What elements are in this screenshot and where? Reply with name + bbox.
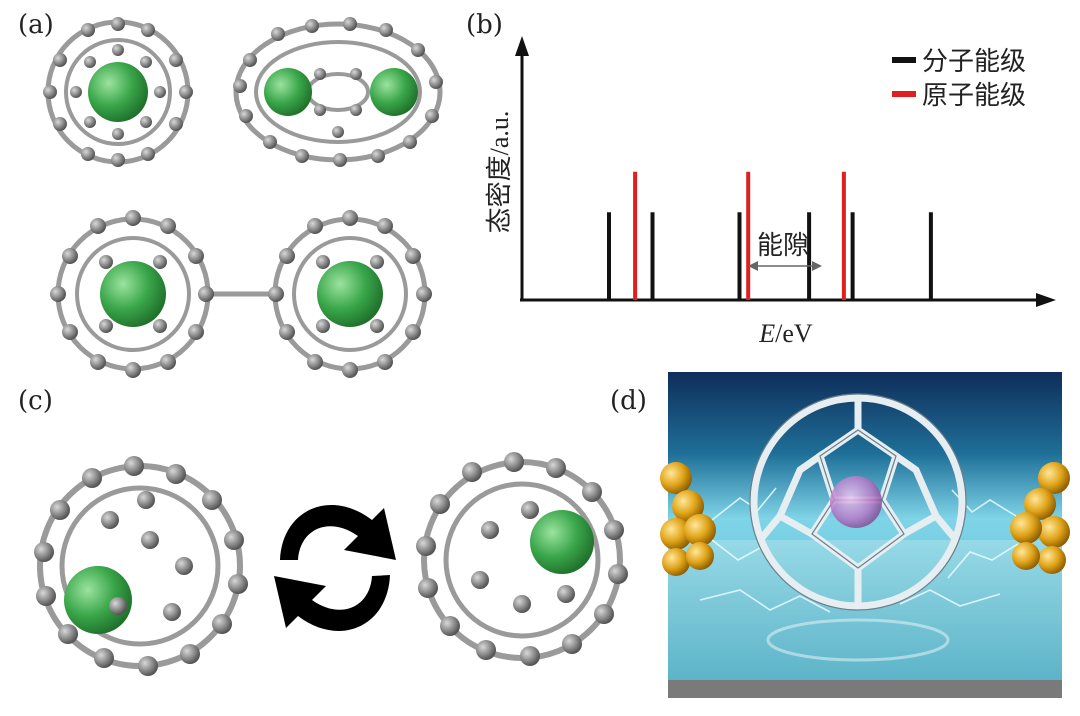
gap-double-arrow — [748, 261, 822, 271]
gap-annotation: 能隙 — [757, 231, 809, 261]
panel-b-chart: 态密度/a.u. E/eV 能隙 分子能级 原子能级 — [485, 36, 1056, 348]
legend-item-atomic: 原子能级 — [892, 81, 1026, 111]
legend: 分子能级 原子能级 — [892, 47, 1026, 111]
switch-arrows — [274, 505, 396, 631]
legend-item-molecular: 分子能级 — [892, 47, 1026, 77]
panel-label-d: (d) — [610, 386, 647, 416]
x-axis-arrow — [1036, 293, 1056, 307]
panel-d-junction-illustration — [660, 372, 1070, 698]
fullerene-elongated-double — [233, 17, 443, 167]
fullerene-right — [416, 452, 628, 666]
encapsulated-atom — [830, 476, 882, 528]
dopant-atom — [100, 261, 166, 327]
x-axis-label: E/eV — [758, 319, 813, 348]
dopant-atom-right — [370, 68, 418, 116]
y-axis-label: 态密度/a.u. — [485, 111, 514, 234]
fullerene-left — [34, 456, 248, 676]
substrate — [668, 680, 1062, 698]
panel-label-c: (c) — [18, 386, 53, 416]
fullerene-dimer — [50, 210, 432, 378]
energy-levels — [607, 171, 933, 300]
svg-text:分子能级: 分子能级 — [922, 47, 1026, 77]
gold-electrode-left — [660, 462, 716, 576]
panel-label-a: (a) — [18, 10, 54, 40]
fullerene-small-single — [43, 17, 193, 167]
cage-reflection — [766, 618, 950, 662]
panel-c-fullerene-switch — [34, 452, 628, 676]
panel-label-b: (b) — [466, 10, 503, 40]
dopant-atom — [317, 261, 383, 327]
dopant-atom-left — [264, 68, 312, 116]
dopant-atom — [88, 62, 148, 122]
y-axis-arrow — [515, 36, 529, 56]
panel-a-fullerenes — [43, 17, 443, 378]
dopant-atom — [530, 510, 594, 574]
dopant-atom — [64, 566, 132, 634]
gold-electrode-right — [1010, 462, 1070, 574]
svg-text:原子能级: 原子能级 — [922, 81, 1026, 111]
